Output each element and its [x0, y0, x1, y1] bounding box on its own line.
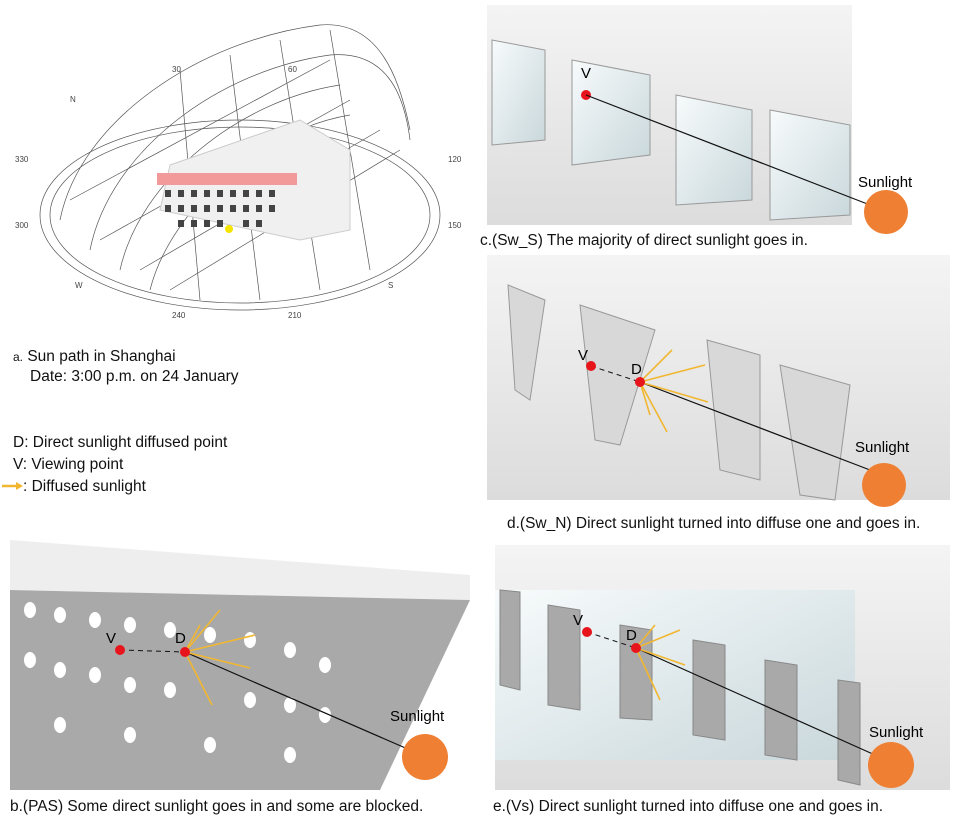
svg-text:V: V — [106, 630, 116, 647]
sun-icon — [402, 734, 448, 780]
svg-text:W: W — [75, 281, 83, 290]
sun-position-marker — [225, 225, 233, 233]
sun-icon — [862, 463, 906, 507]
svg-text:D: D — [175, 630, 186, 647]
svg-text:D: D — [631, 361, 642, 378]
svg-text:150: 150 — [448, 221, 462, 230]
sun-icon — [864, 190, 908, 234]
render-sw-s: V Sunlight — [487, 5, 913, 234]
svg-text:330: 330 — [15, 155, 29, 164]
svg-text:N: N — [70, 95, 76, 104]
sun-icon — [868, 742, 914, 788]
caption-b: b.(PAS) Some direct sunlight goes in and… — [10, 798, 424, 815]
legend-v: V: Viewing point — [13, 456, 124, 473]
legend-d: D: Direct sunlight diffused point — [13, 434, 228, 451]
caption-e: e.(Vs) Direct sunlight turned into diffu… — [493, 798, 884, 815]
building-model — [157, 119, 351, 241]
svg-text:V: V — [573, 612, 583, 629]
caption-d: d.(Sw_N) Direct sunlight turned into dif… — [507, 515, 921, 532]
render-vs: V D Sunlight — [495, 545, 950, 790]
diffused-arrow-icon — [2, 482, 23, 490]
svg-text:S: S — [388, 281, 393, 290]
render-sw-n: V D Sunlight — [487, 255, 950, 507]
svg-text:30: 30 — [172, 65, 181, 74]
caption-a: a. Sun path in Shanghai Date: 3:00 p.m. … — [13, 347, 239, 386]
svg-text:240: 240 — [172, 311, 186, 320]
svg-text:D: D — [626, 627, 637, 644]
svg-text:Sunlight: Sunlight — [390, 708, 445, 725]
svg-text:210: 210 — [288, 311, 302, 320]
compass-labels: N 30 60 120 150 S 210 240 W 300 330 — [15, 65, 462, 320]
svg-text:120: 120 — [448, 155, 462, 164]
svg-text:Sunlight: Sunlight — [858, 174, 913, 191]
caption-a-date: Date: 3:00 p.m. on 24 January — [30, 368, 239, 385]
legend-arrow: : Diffused sunlight — [23, 478, 146, 495]
svg-text:Sunlight: Sunlight — [855, 439, 910, 456]
svg-text:60: 60 — [288, 65, 297, 74]
highlighted-floor — [157, 173, 297, 185]
caption-a-letter: a. — [13, 350, 24, 364]
caption-a-title: Sun path in Shanghai — [27, 348, 176, 365]
svg-text:300: 300 — [15, 221, 29, 230]
svg-text:V: V — [581, 65, 591, 82]
svg-text:V: V — [578, 347, 588, 364]
render-pas: V D Sunlight — [10, 540, 470, 790]
caption-c: c.(Sw_S) The majority of direct sunlight… — [480, 232, 808, 249]
svg-text:Sunlight: Sunlight — [869, 724, 924, 741]
